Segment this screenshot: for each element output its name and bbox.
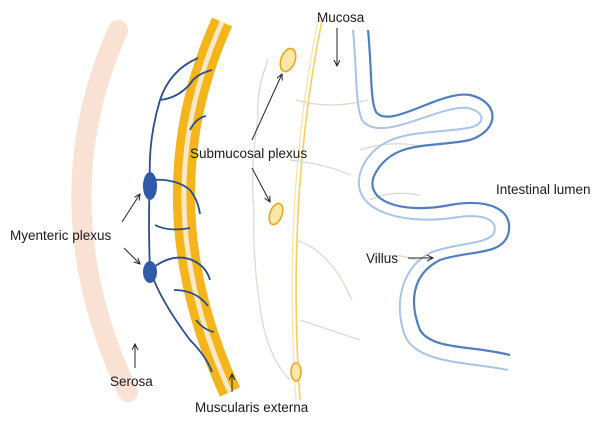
villi [353,30,510,370]
label-villus: Villus [366,251,398,266]
arrow-myenteric-lower [124,248,140,264]
myenteric-ganglia [143,172,157,283]
label-mucosa: Mucosa [317,10,365,25]
label-intestinal-lumen: Intestinal lumen [496,182,591,197]
serosa-layer [81,30,128,392]
mucosa-boundary-lines [292,20,322,400]
arrow-submucosal-upper [252,74,282,140]
label-submucosal-plexus: Submucosal plexus [190,146,307,161]
arrow-myenteric-upper [122,194,140,222]
label-muscularis-externa: Muscularis externa [195,400,309,415]
label-myenteric-plexus: Myenteric plexus [10,228,112,243]
label-serosa: Serosa [110,374,153,389]
submucosal-ganglion-upper [277,46,298,73]
myenteric-ganglion-lower [143,261,157,283]
arrow-submucosal-lower [252,168,270,202]
submucosal-ganglion-middle [267,202,286,227]
muscularis-externa-layer [184,22,230,392]
submucosal-ganglion-bottom [291,363,301,381]
myenteric-ganglion-upper [143,172,157,200]
